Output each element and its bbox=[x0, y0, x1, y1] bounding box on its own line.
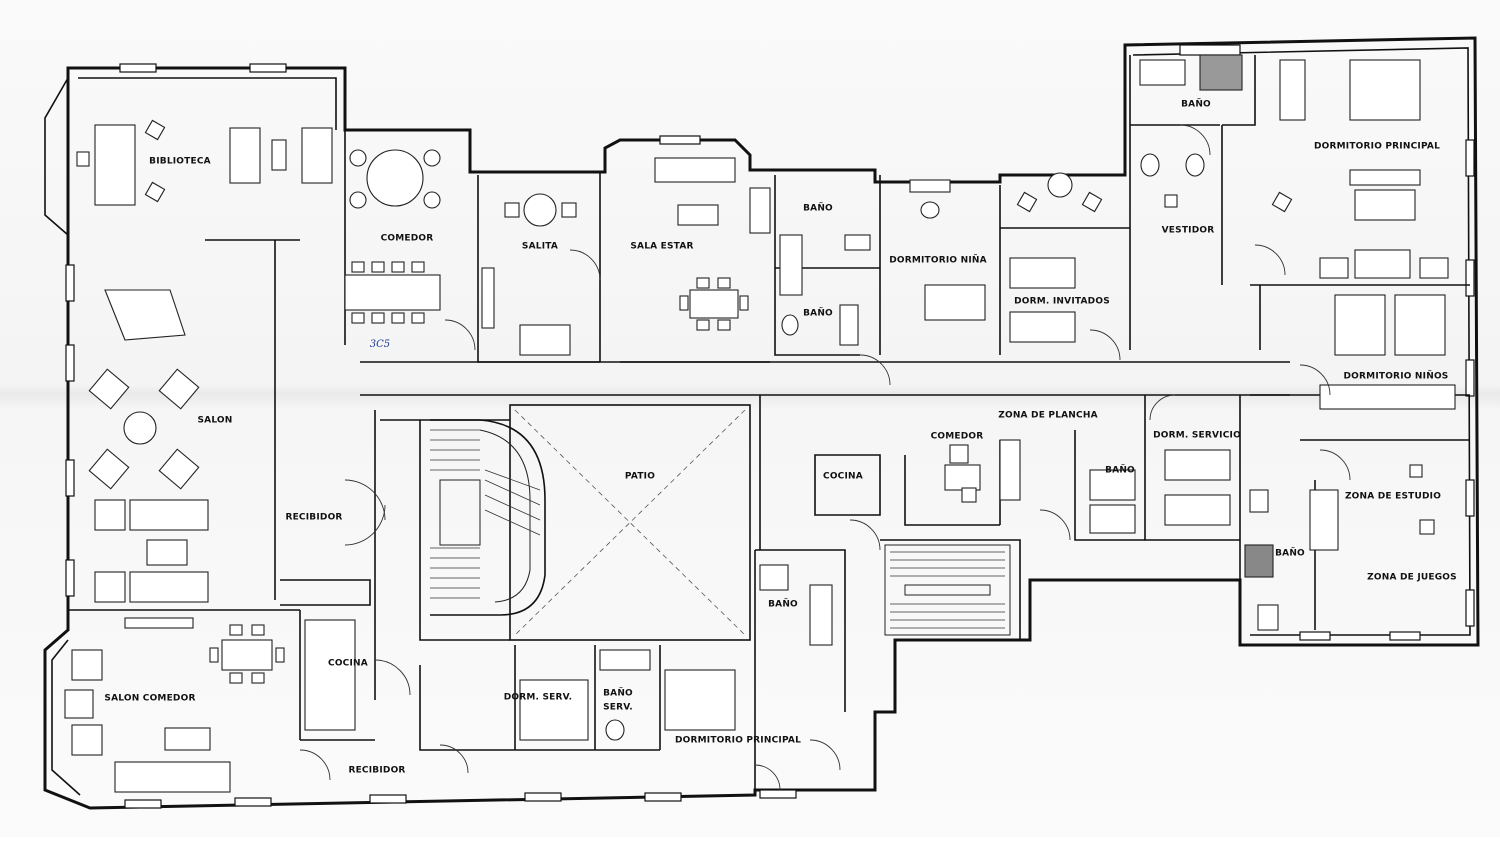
label-salita: SALITA bbox=[522, 242, 558, 252]
label-bano-east: BAÑO bbox=[1105, 465, 1135, 476]
label-dormitorio-nina: DORMITORIO NIÑA bbox=[889, 255, 987, 266]
label-bano-1: BAÑO bbox=[803, 203, 833, 214]
label-bano-serv-line2: SERV. bbox=[603, 703, 633, 713]
outer-walls bbox=[43, 36, 1480, 810]
label-comedor-south: COMEDOR bbox=[931, 432, 984, 442]
label-bano-top: BAÑO bbox=[1181, 99, 1211, 110]
label-zona-de-plancha: ZONA DE PLANCHA bbox=[998, 411, 1098, 421]
label-comedor-north: COMEDOR bbox=[381, 234, 434, 244]
label-vestidor: VESTIDOR bbox=[1162, 226, 1215, 236]
label-cocina-east: COCINA bbox=[823, 472, 863, 482]
label-recibidor-south: RECIBIDOR bbox=[348, 766, 405, 776]
label-bano-southeast: BAÑO bbox=[1275, 548, 1305, 559]
label-cocina-west: COCINA bbox=[328, 659, 368, 669]
label-zona-de-estudio: ZONA DE ESTUDIO bbox=[1345, 492, 1441, 502]
label-dorm-invitados: DORM. INVITADOS bbox=[1014, 297, 1110, 307]
label-bano-2: BAÑO bbox=[803, 308, 833, 319]
label-recibidor-west: RECIBIDOR bbox=[285, 513, 342, 523]
main-staircase bbox=[430, 419, 546, 616]
label-salon-comedor: SALON COMEDOR bbox=[104, 694, 195, 704]
room-labels: BIBLIOTECA COMEDOR SALITA SALA ESTAR BAÑ… bbox=[104, 99, 1456, 776]
label-dormitorio-principal-south: DORMITORIO PRINCIPAL bbox=[675, 736, 801, 746]
label-bano-south: BAÑO bbox=[768, 599, 798, 610]
label-zona-de-juegos: ZONA DE JUEGOS bbox=[1367, 573, 1457, 583]
doors bbox=[299, 124, 1351, 791]
service-staircase bbox=[884, 544, 1011, 636]
label-bano-serv-line1: BAÑO bbox=[603, 688, 633, 699]
label-dormitorio-principal-ne: DORMITORIO PRINCIPAL bbox=[1314, 142, 1440, 152]
furniture bbox=[64, 54, 1456, 793]
label-dorm-servicio: DORM. SERVICIO bbox=[1153, 431, 1241, 441]
label-sala-estar: SALA ESTAR bbox=[630, 242, 693, 252]
label-salon: SALON bbox=[197, 416, 232, 426]
label-dorm-serv: DORM. SERV. bbox=[504, 693, 573, 703]
label-patio: PATIO bbox=[625, 472, 655, 482]
label-dormitorio-ninos: DORMITORIO NIÑOS bbox=[1344, 371, 1449, 382]
patio-void bbox=[514, 409, 746, 636]
label-biblioteca: BIBLIOTECA bbox=[149, 157, 211, 167]
handwritten-annotation: 3C5 bbox=[370, 339, 390, 350]
